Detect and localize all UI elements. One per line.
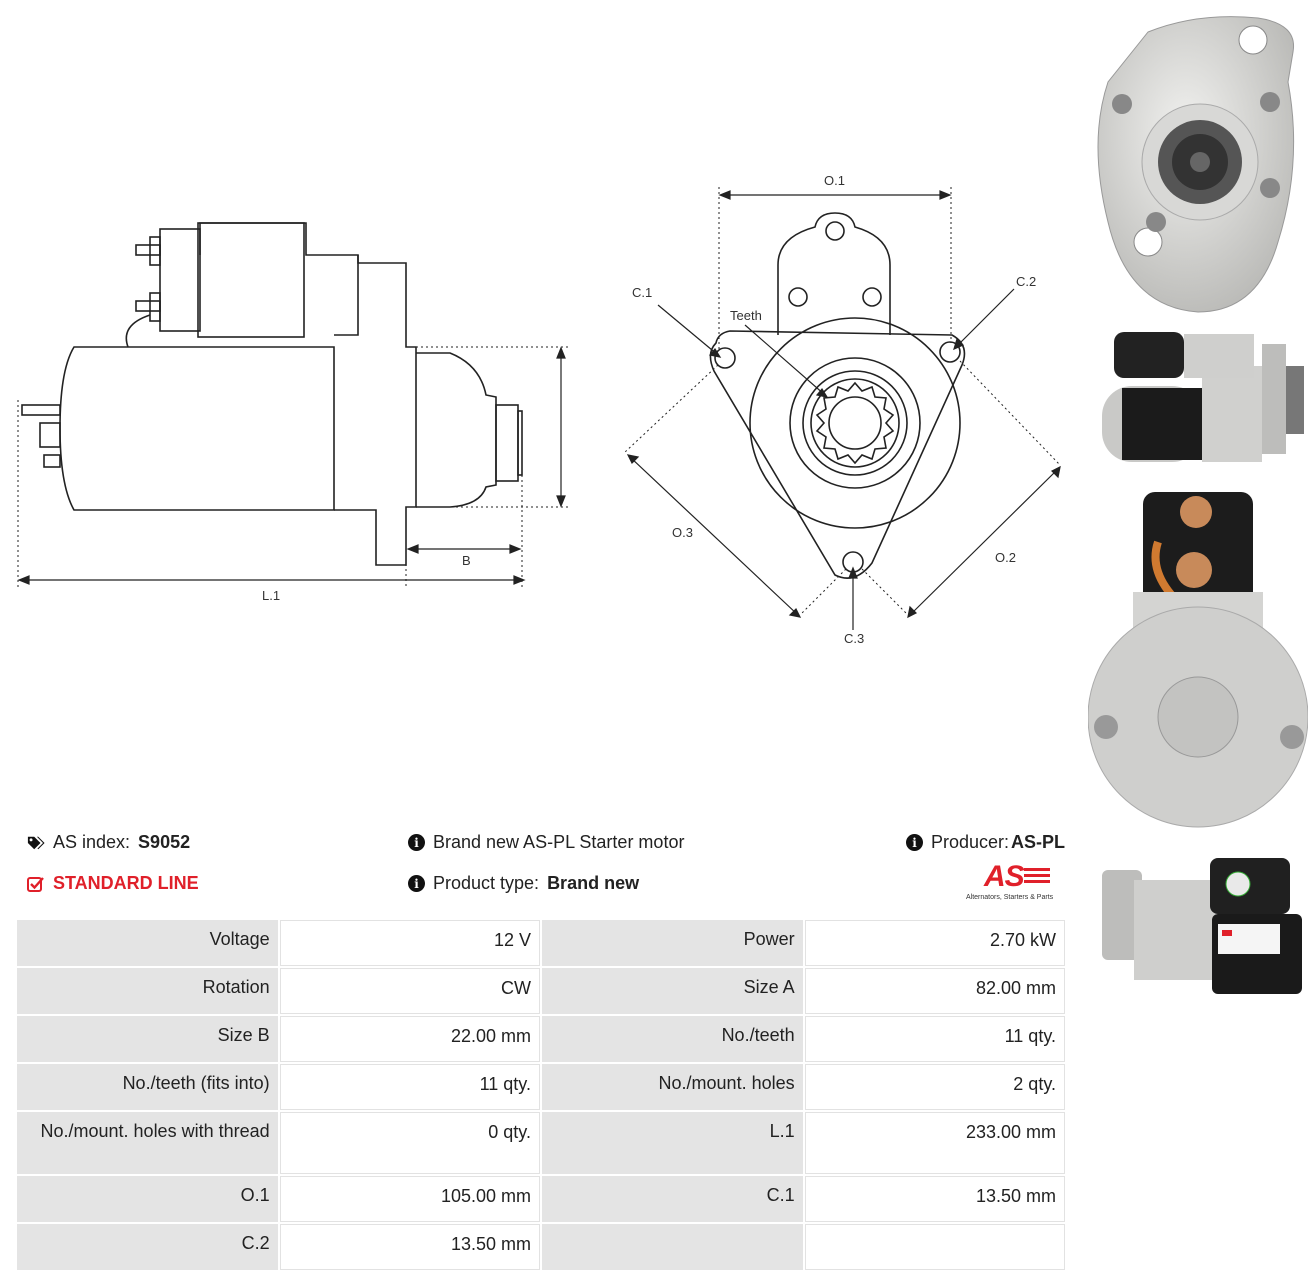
spec-value: 2 qty.: [804, 1064, 1065, 1110]
spec-key: Voltage: [17, 920, 278, 966]
table-row: Size B 22.00 mm No./teeth 11 qty.: [17, 1016, 1065, 1062]
spec-value: 105.00 mm: [279, 1176, 540, 1222]
check-square-icon: [27, 875, 45, 893]
dim-label-o1: O.1: [824, 173, 845, 188]
info-icon: i: [408, 875, 425, 892]
spec-key: C.2: [17, 1224, 278, 1270]
spec-value: 12 V: [279, 920, 540, 966]
product-photo-rear[interactable]: [1088, 482, 1308, 832]
spec-key: No./mount. holes with thread: [17, 1112, 278, 1174]
spec-key: Rotation: [17, 968, 278, 1014]
dim-label-c1: C.1: [632, 285, 652, 300]
producer: i Producer: AS-PL: [906, 832, 1065, 853]
spec-value: CW: [279, 968, 540, 1014]
spec-key: No./teeth (fits into): [17, 1064, 278, 1110]
standard-line: STANDARD LINE: [27, 873, 199, 894]
description-text: Brand new AS-PL Starter motor: [433, 832, 685, 852]
spec-value: 11 qty.: [279, 1064, 540, 1110]
spec-key: Size A: [541, 968, 803, 1014]
spec-value: 233.00 mm: [804, 1112, 1065, 1174]
spec-value: 13.50 mm: [804, 1176, 1065, 1222]
spec-value: 2.70 kW: [804, 920, 1065, 966]
product-type-value: Brand new: [547, 873, 640, 893]
producer-label: Producer:: [931, 832, 1010, 852]
side-view-drawing: A B L.1: [17, 222, 570, 603]
spec-key: L.1: [541, 1112, 803, 1174]
spec-key: [541, 1224, 803, 1270]
dim-label-c2: C.2: [1016, 274, 1036, 289]
spec-key: No./teeth: [541, 1016, 803, 1062]
dim-label-teeth: Teeth: [730, 308, 762, 323]
spec-key: No./mount. holes: [541, 1064, 803, 1110]
dim-label-c3: C.3: [844, 631, 864, 646]
spec-value: 13.50 mm: [279, 1224, 540, 1270]
description: i Brand new AS-PL Starter motor: [408, 832, 684, 853]
product-photo-front[interactable]: [1088, 12, 1308, 322]
as-index-value: S9052: [138, 832, 191, 852]
as-logo-text: AS: [984, 860, 1025, 893]
spec-value: 0 qty.: [279, 1112, 540, 1174]
product-type-label: Product type:: [433, 873, 540, 893]
producer-value: AS-PL: [1011, 832, 1066, 852]
tag-icon: [27, 834, 45, 852]
as-logo-tagline: Alternators, Starters & Parts: [966, 894, 1054, 901]
spec-key: Power: [541, 920, 803, 966]
spec-value: 22.00 mm: [279, 1016, 540, 1062]
table-row: C.2 13.50 mm: [17, 1224, 1065, 1270]
dim-label-o2: O.2: [995, 550, 1016, 565]
table-row: Voltage 12 V Power 2.70 kW: [17, 920, 1065, 966]
standard-line-label: STANDARD LINE: [53, 873, 199, 893]
as-index: AS index: S9052: [27, 832, 190, 853]
spec-value: 11 qty.: [804, 1016, 1065, 1062]
info-icon: i: [408, 834, 425, 851]
dim-label-o3: O.3: [672, 525, 693, 540]
spec-value: [804, 1224, 1065, 1270]
table-row: O.1 105.00 mm C.1 13.50 mm: [17, 1176, 1065, 1222]
info-icon: i: [906, 834, 923, 851]
product-type: i Product type: Brand new: [408, 873, 639, 894]
front-view-drawing: O.1 C.1 C.2 Teeth O.3 O.2 C.3: [623, 173, 1061, 646]
product-photo-label-side[interactable]: [1094, 850, 1310, 1002]
spec-table: Voltage 12 V Power 2.70 kW Rotation CW S…: [15, 918, 1067, 1272]
table-row: Rotation CW Size A 82.00 mm: [17, 968, 1065, 1014]
spec-key: Size B: [17, 1016, 278, 1062]
spec-key: O.1: [17, 1176, 278, 1222]
dim-label-b: B: [462, 553, 471, 568]
as-index-label: AS index:: [53, 832, 131, 852]
product-photo-side[interactable]: [1092, 326, 1308, 472]
table-row: No./mount. holes with thread 0 qty. L.1 …: [17, 1112, 1065, 1174]
table-row: No./teeth (fits into) 11 qty. No./mount.…: [17, 1064, 1065, 1110]
spec-key: C.1: [541, 1176, 803, 1222]
spec-value: 82.00 mm: [804, 968, 1065, 1014]
dim-label-l1: L.1: [262, 588, 280, 603]
as-logo[interactable]: AS Alternators, Starters & Parts: [966, 862, 1068, 908]
